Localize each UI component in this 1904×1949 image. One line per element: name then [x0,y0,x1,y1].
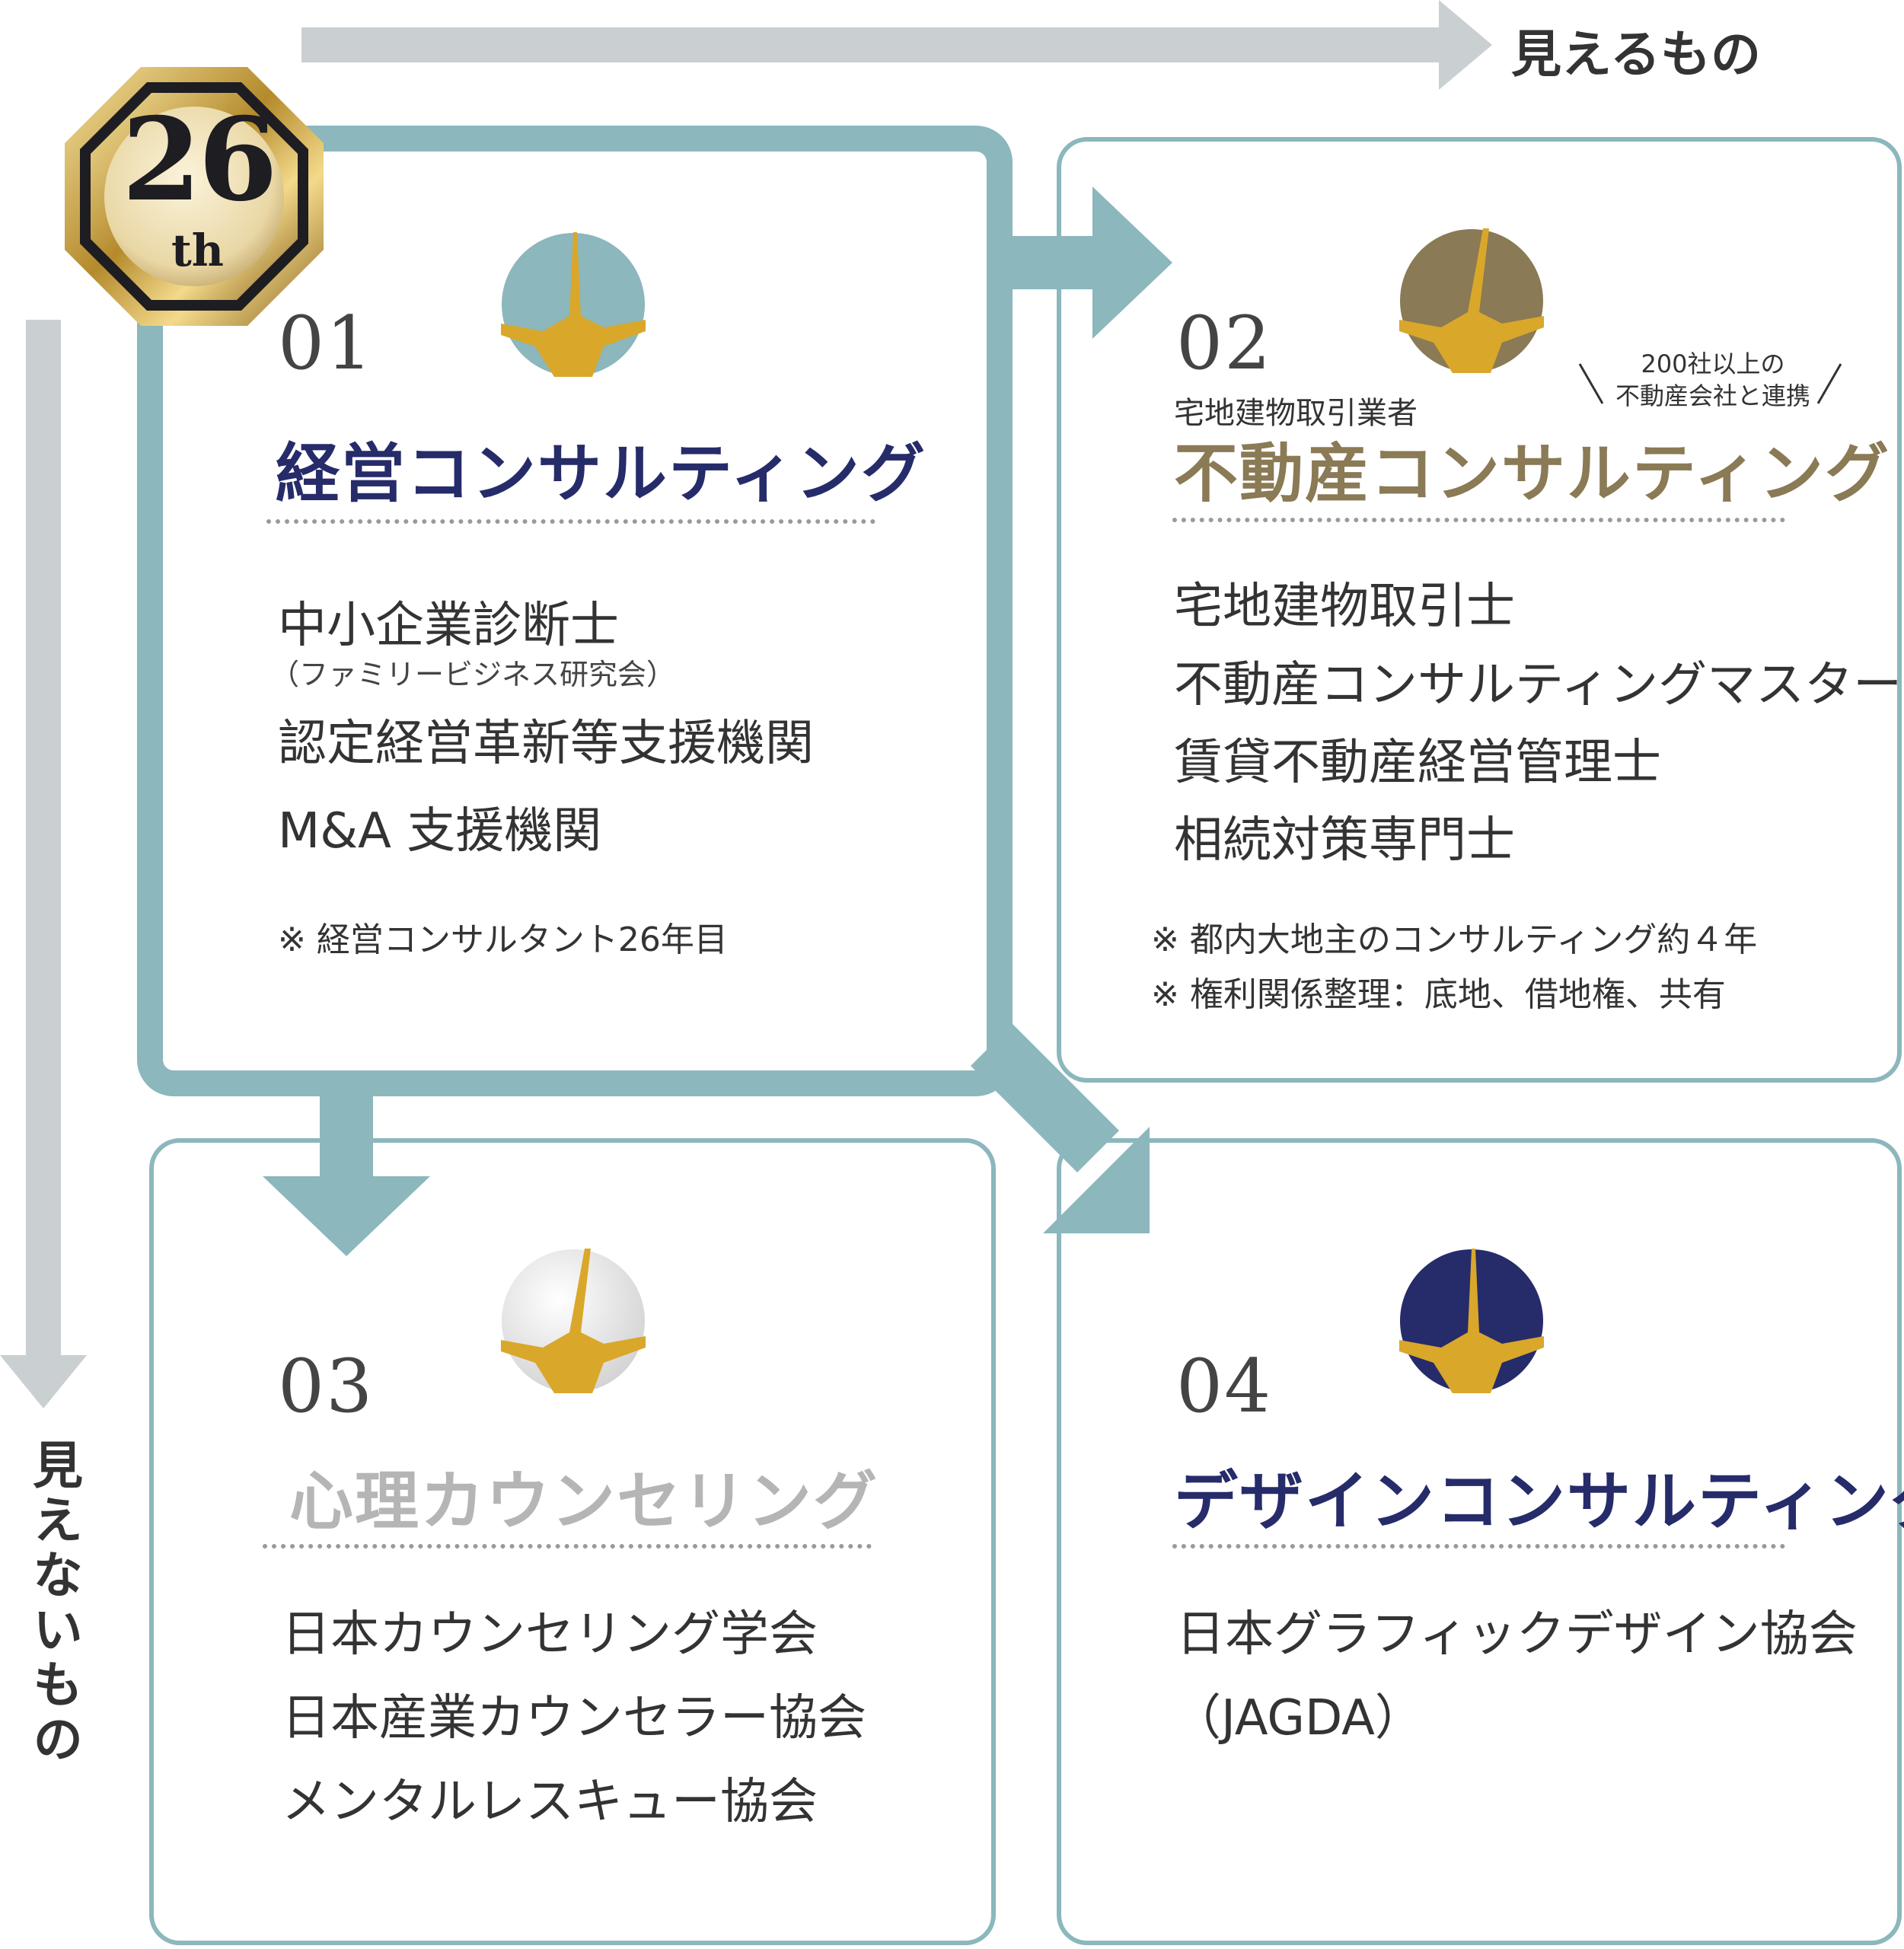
divider [263,1544,872,1549]
badge-suffix: th [171,225,224,276]
experience-note: ※ 経営コンサルタント26年目 [278,920,728,959]
anniversary-badge [65,67,324,326]
kintsugi-gold-icon [1399,228,1544,373]
card-title-real-estate: 不動産コンサルティング [1174,436,1890,511]
qualification-item: 宅地建物取引士 [1174,579,1515,635]
membership-item: 日本カウンセリング学会 [282,1606,818,1663]
qualification-subnote: （ファミリービジネス研究会） [270,658,676,691]
callout-line: 200社以上の [1641,349,1785,378]
experience-note: ※ 都内大地主のコンサルティング約４年 [1151,920,1758,959]
qualification-item: 相続対策専門士 [1174,812,1515,869]
kintsugi-teal-icon [501,232,646,377]
membership-item: 日本産業カウンセラー協会 [282,1690,866,1746]
qualification-item: 不動産コンサルティングマスター [1174,657,1902,713]
card-title-management: 経営コンサルティング [276,436,926,511]
membership-item: （JAGDA） [1172,1690,1424,1746]
card-number-03: 03 [278,1344,375,1429]
card-number-04: 04 [1176,1344,1273,1429]
divider [266,519,875,524]
visible-label: 見えるもの [1511,25,1762,84]
divider [1172,1544,1785,1549]
qualification-item: 中小企業診断士 [278,598,619,654]
divider [1172,518,1785,522]
badge-number: 26 [122,93,278,227]
card-title-design: デザインコンサルティング [1174,1464,1904,1539]
kintsugi-navy-icon [1399,1249,1544,1393]
kintsugi-white-icon [501,1249,646,1393]
card-number-01: 01 [278,301,375,386]
card-title-counseling: 心理カウンセリング [289,1464,879,1539]
license-label: 宅地建物取引業者 [1174,396,1418,431]
membership-item: 日本グラフィックデザイン協会 [1176,1606,1858,1663]
invisible-label: 見えないもの [24,1439,83,1768]
qualification-item: 賃貸不動産経営管理士 [1174,735,1661,791]
qualification-item: 認定経営革新等支援機関 [278,716,814,772]
card-number-02: 02 [1176,301,1273,386]
qualification-item: M&A 支援機関 [278,803,602,860]
callout-line: 不動産会社と連携 [1615,381,1810,410]
membership-item: メンタルレスキュー協会 [282,1774,818,1830]
partner-callout: 200社以上の 不動産会社と連携 [1576,349,1850,412]
experience-note: ※ 権利関係整理：底地、借地権、共有 [1151,975,1726,1014]
